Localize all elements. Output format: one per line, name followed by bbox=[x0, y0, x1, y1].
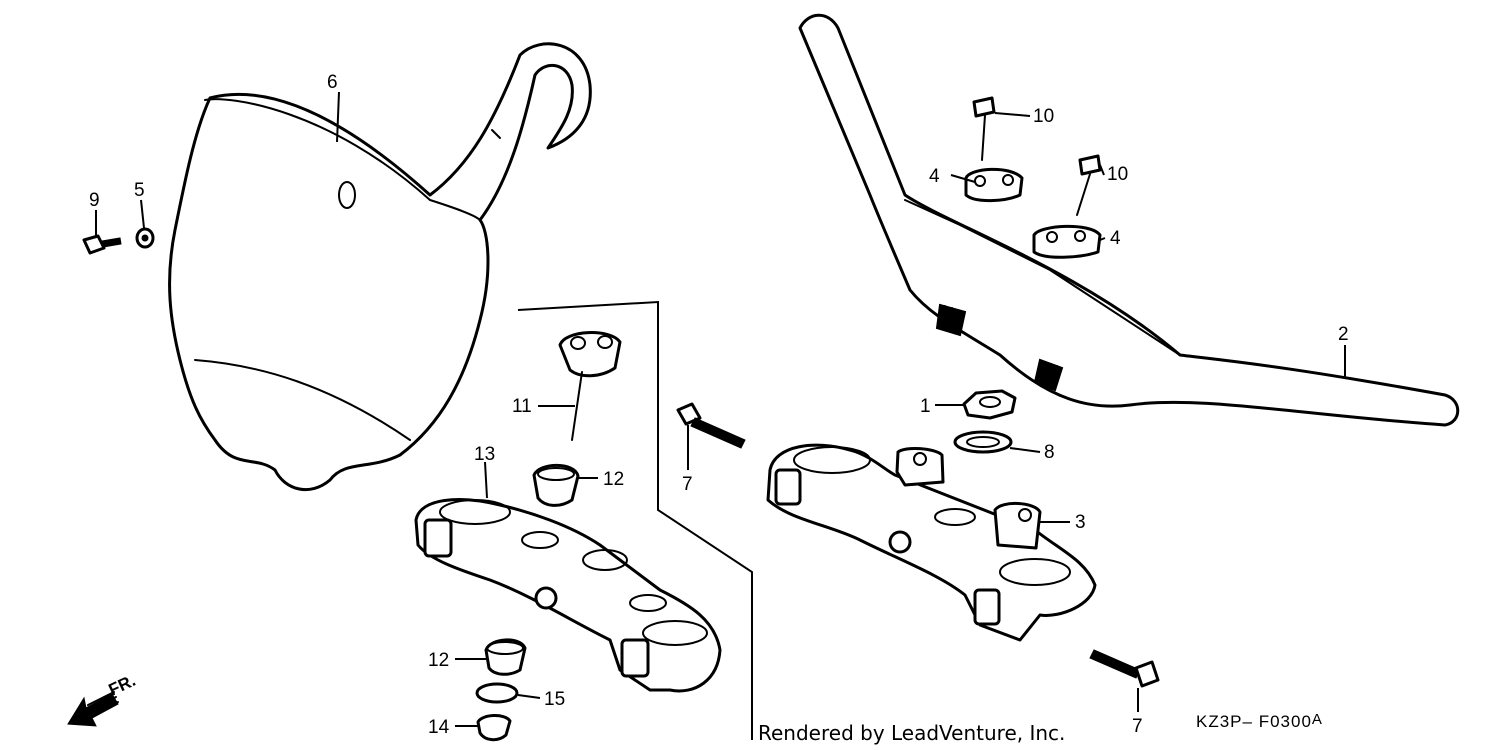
lower-holder-11[interactable] bbox=[558, 331, 622, 441]
top-bridge[interactable] bbox=[766, 443, 1097, 642]
cushion-12-upper[interactable] bbox=[532, 463, 580, 507]
callout-4-right: 4 bbox=[1110, 228, 1121, 249]
bolt-10-right[interactable] bbox=[1076, 154, 1102, 216]
diagram-code: KZ3P– F0300A bbox=[1196, 711, 1323, 731]
holder-4-left[interactable] bbox=[964, 167, 1024, 203]
leader-lines bbox=[95, 91, 1346, 727]
callout-7-upper: 7 bbox=[682, 474, 693, 495]
holder-4-right[interactable] bbox=[1032, 224, 1102, 259]
bolt-9[interactable] bbox=[82, 234, 122, 255]
callout-14: 14 bbox=[428, 717, 450, 738]
callout-15: 15 bbox=[544, 689, 565, 710]
callout-5: 5 bbox=[134, 180, 145, 201]
callout-6: 6 bbox=[327, 72, 338, 93]
stem-nut[interactable] bbox=[962, 389, 1017, 420]
callout-1: 1 bbox=[920, 396, 931, 417]
callout-9: 9 bbox=[89, 190, 100, 211]
callout-labels: 1 2 3 4 4 5 6 7 7 8 9 10 10 11 12 12 13 … bbox=[89, 72, 1349, 738]
nut-5[interactable] bbox=[135, 227, 155, 249]
section-divider bbox=[517, 300, 753, 740]
callout-2: 2 bbox=[1338, 324, 1349, 345]
callout-7-lower: 7 bbox=[1132, 716, 1143, 737]
callout-8: 8 bbox=[1044, 442, 1055, 463]
nut-14[interactable] bbox=[476, 714, 512, 742]
callout-12-lower: 12 bbox=[428, 650, 449, 671]
washer-15[interactable] bbox=[475, 682, 519, 704]
callout-4-left: 4 bbox=[929, 166, 940, 187]
front-direction-arrow: FR. bbox=[67, 671, 139, 727]
number-plate[interactable] bbox=[168, 42, 592, 491]
handlebar[interactable] bbox=[798, 13, 1460, 427]
callout-12-upper: 12 bbox=[603, 469, 624, 490]
callout-10-right: 10 bbox=[1107, 164, 1128, 185]
callout-3: 3 bbox=[1075, 512, 1086, 533]
credit-text: Rendered by LeadVenture, Inc. bbox=[758, 721, 1065, 745]
washer-8[interactable] bbox=[953, 430, 1013, 454]
bottom-bridge[interactable] bbox=[414, 498, 722, 693]
knurl-right bbox=[1033, 358, 1064, 392]
knurl-left bbox=[935, 303, 967, 337]
bolt-10-left[interactable] bbox=[972, 96, 996, 161]
callout-13: 13 bbox=[474, 444, 495, 465]
pinch-bolt-7-lower[interactable] bbox=[1089, 649, 1160, 688]
diagram-code-suffix: A bbox=[1312, 711, 1323, 728]
cushion-12-lower[interactable] bbox=[484, 638, 527, 676]
callout-10-left: 10 bbox=[1033, 106, 1054, 127]
pinch-bolt-7-upper[interactable] bbox=[676, 402, 746, 449]
callout-11: 11 bbox=[512, 396, 532, 417]
